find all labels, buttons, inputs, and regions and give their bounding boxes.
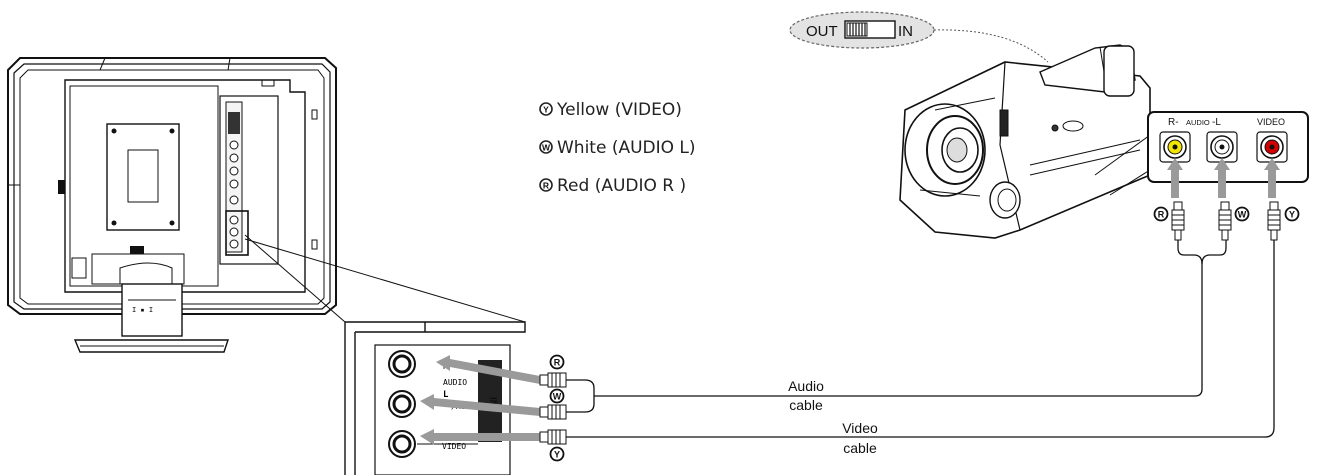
camcorder-plug-codes: R W Y — [1153, 206, 1300, 222]
tv-side-plugs: R W Y — [539, 354, 567, 462]
camcorder-side-plugs — [1171, 201, 1281, 241]
video-cable-label-1: Video — [842, 420, 878, 436]
svg-text:R: R — [554, 358, 561, 368]
tv-plug-video — [539, 429, 567, 445]
cam-r-label: R- — [1168, 117, 1179, 128]
svg-text:Y: Y — [543, 105, 549, 115]
svg-text:W: W — [1238, 210, 1247, 220]
svg-text:Yellow (VIDEO): Yellow (VIDEO) — [556, 100, 682, 120]
tv-in-label: IN — [487, 397, 498, 407]
cam-plug-code-w: W — [1234, 206, 1250, 222]
tv-plug-audio-l — [539, 404, 567, 420]
audio-cable: Audio cable — [566, 240, 1227, 413]
tv-plug-audio-r — [539, 372, 567, 388]
cam-video-jack — [1256, 131, 1288, 163]
audio-cable-label-1: Audio — [788, 378, 824, 394]
tv-audio-label: AUDIO — [443, 378, 467, 387]
switch-in-label: IN — [898, 23, 913, 40]
audio-cable-label-2: cable — [789, 397, 823, 413]
cam-audio-r-jack — [1159, 131, 1191, 163]
arrow-audio-l — [420, 394, 540, 416]
svg-text:R: R — [1158, 210, 1165, 220]
legend-item-yellow: Y Yellow (VIDEO) — [539, 100, 682, 120]
svg-text:Red (AUDIO R ): Red (AUDIO R ) — [557, 176, 686, 196]
tv-plug-code-r: R — [549, 354, 565, 370]
switch-out-label: OUT — [806, 23, 838, 40]
tv-rear-view: I ▪ I — [7, 57, 526, 353]
tv-video-label: VIDEO — [442, 442, 466, 451]
arrow-cam-video — [1264, 158, 1280, 198]
arrow-cam-r — [1167, 158, 1183, 198]
cam-plug-audio-r — [1171, 201, 1185, 241]
svg-text:W: W — [542, 143, 551, 153]
video-cable-label-2: cable — [843, 440, 877, 456]
tv-audio-r-jack — [388, 350, 416, 378]
out-in-switch-callout: OUT IN — [789, 11, 1049, 63]
legend-item-red: R Red (AUDIO R ) — [539, 176, 686, 196]
svg-text:R: R — [543, 181, 549, 191]
svg-text:White (AUDIO L): White (AUDIO L) — [557, 138, 696, 158]
tv-plug-code-w: W — [549, 388, 565, 404]
svg-text:W: W — [553, 392, 562, 402]
arrow-video — [420, 429, 540, 445]
cam-video-label: VIDEO — [1257, 117, 1285, 127]
svg-text:Y: Y — [1289, 210, 1295, 220]
cam-audio-label: AUDIO — [1186, 118, 1210, 127]
svg-text:Y: Y — [554, 450, 560, 460]
tv-plug-code-y: Y — [549, 446, 565, 462]
svg-text:I ▪ I: I ▪ I — [132, 306, 153, 314]
cam-plug-code-y: Y — [1284, 206, 1300, 222]
camcorder — [899, 44, 1151, 239]
color-legend: Y Yellow (VIDEO) W White (AUDIO L) R Red… — [539, 100, 696, 196]
cam-l-label: -L — [1212, 117, 1221, 128]
legend-item-white: W White (AUDIO L) — [539, 138, 696, 158]
arrow-audio-r — [436, 355, 540, 384]
tv-l-label: L — [443, 390, 449, 400]
cam-plug-code-r: R — [1153, 206, 1169, 222]
tv-audio-l-jack — [388, 390, 416, 418]
cam-audio-l-jack — [1206, 131, 1238, 163]
video-cable: Video cable — [566, 240, 1275, 456]
camcorder-av-output-panel: R- AUDIO -L VIDEO — [1147, 111, 1309, 198]
arrow-cam-l — [1214, 158, 1230, 198]
tv-video-jack — [388, 430, 416, 458]
cam-plug-video — [1267, 201, 1281, 241]
cam-plug-audio-l — [1218, 201, 1232, 241]
tv-av-input-panel: IN R AUDIO L /MONO VIDEO — [344, 321, 540, 475]
